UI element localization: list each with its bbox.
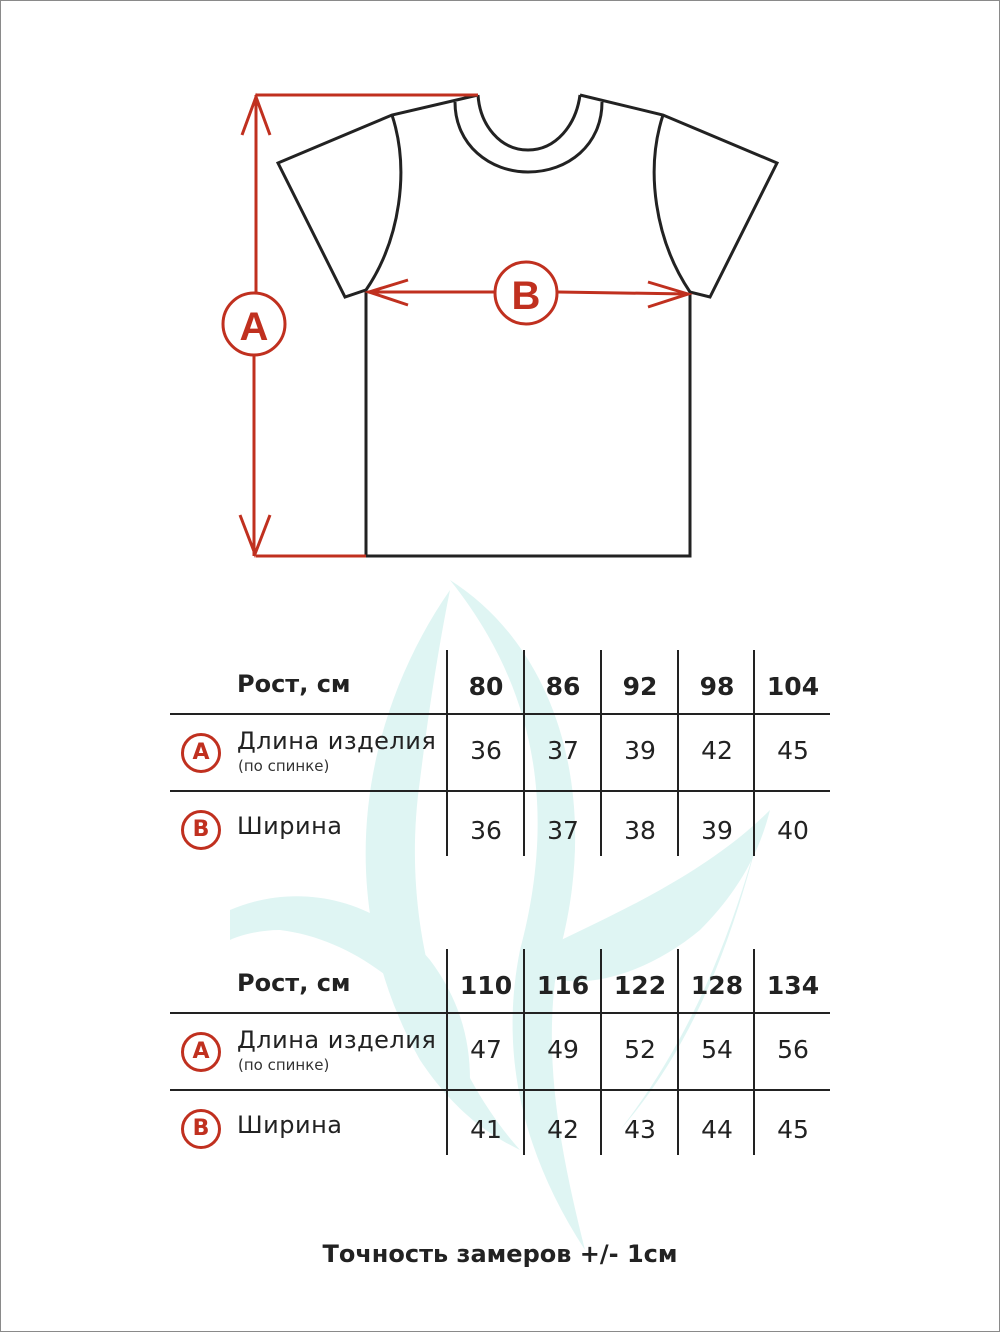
size-header: 122 (613, 971, 667, 1000)
column-divider (753, 949, 755, 1155)
size-header: 92 (622, 672, 658, 701)
column-divider (677, 949, 679, 1155)
measure-value: 36 (470, 816, 502, 845)
column-divider (446, 949, 448, 1155)
column-divider (600, 650, 602, 856)
column-divider (753, 650, 755, 856)
badge-b-circle (493, 260, 559, 326)
measure-badge-b: B (181, 810, 221, 850)
measure-value: 56 (777, 1035, 809, 1064)
height-header-label: Рост, см (237, 670, 351, 698)
column-divider (600, 949, 602, 1155)
row-divider (170, 790, 830, 792)
measure-label: Длина изделия (237, 1026, 437, 1054)
size-header: 116 (536, 971, 590, 1000)
measure-value: 45 (777, 1115, 809, 1144)
column-divider (446, 650, 448, 856)
column-divider (523, 650, 525, 856)
size-header: 98 (699, 672, 735, 701)
measure-value: 37 (547, 816, 579, 845)
row-divider (170, 713, 830, 715)
measure-value: 40 (777, 816, 809, 845)
badge-a-circle (221, 291, 287, 357)
label-a: A (240, 305, 269, 349)
size-header: 80 (468, 672, 504, 701)
measure-value: 36 (470, 736, 502, 765)
size-header: 128 (690, 971, 744, 1000)
measure-value: 37 (547, 736, 579, 765)
measure-value: 42 (701, 736, 733, 765)
measure-value: 44 (701, 1115, 733, 1144)
measure-label: Ширина (237, 812, 343, 840)
column-divider (677, 650, 679, 856)
size-header: 110 (459, 971, 513, 1000)
measure-value: 45 (777, 736, 809, 765)
measure-lines (238, 92, 694, 559)
measure-value: 41 (470, 1115, 502, 1144)
measure-sublabel: (по спинке) (238, 1056, 330, 1074)
measure-value: 49 (547, 1035, 579, 1064)
size-header: 134 (766, 971, 820, 1000)
column-divider (523, 949, 525, 1155)
measure-value: 39 (701, 816, 733, 845)
tshirt-outline (275, 93, 780, 558)
label-b: B (512, 274, 541, 318)
measure-value: 47 (470, 1035, 502, 1064)
measure-value: 42 (547, 1115, 579, 1144)
size-header: 86 (545, 672, 581, 701)
measure-badge-a: A (181, 1032, 221, 1072)
measure-value: 54 (701, 1035, 733, 1064)
measure-badge-b: B (181, 1109, 221, 1149)
measure-value: 52 (624, 1035, 656, 1064)
measure-badge-a: A (181, 733, 221, 773)
measure-value: 39 (624, 736, 656, 765)
measure-value: 38 (624, 816, 656, 845)
measurement-accuracy-note: Точность замеров +/- 1см (322, 1240, 678, 1268)
measure-sublabel: (по спинке) (238, 757, 330, 775)
measure-label: Ширина (237, 1111, 343, 1139)
height-header-label: Рост, см (237, 969, 351, 997)
row-divider (170, 1089, 830, 1091)
measure-value: 43 (624, 1115, 656, 1144)
row-divider (170, 1012, 830, 1014)
size-header: 104 (766, 672, 820, 701)
measure-label: Длина изделия (237, 727, 437, 755)
tshirt-diagram: A B (221, 92, 780, 559)
